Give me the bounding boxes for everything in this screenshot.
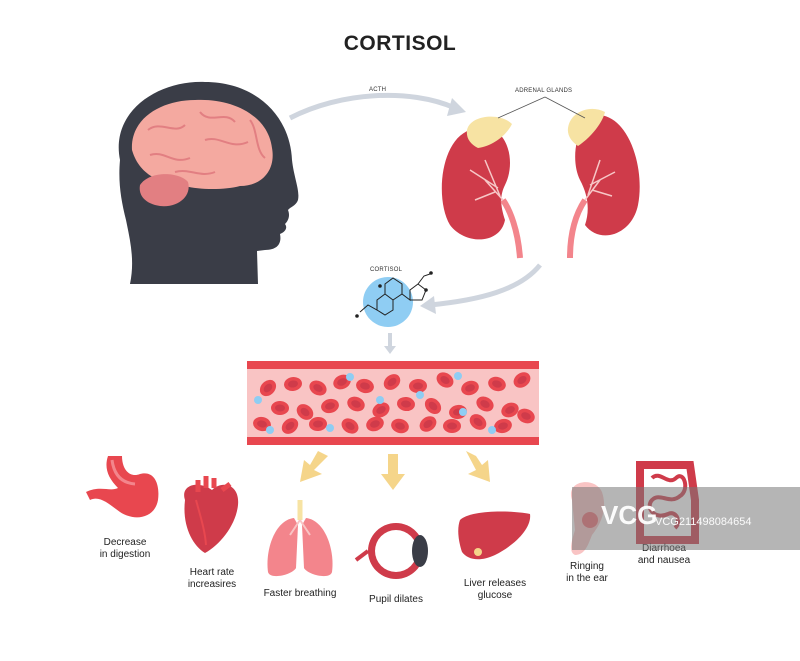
effect-ear-line2: in the ear — [566, 573, 608, 584]
effect-ear-line1: Ringing — [570, 561, 604, 572]
red-blood-cell-center — [401, 400, 411, 408]
red-blood-cell-center — [428, 401, 438, 411]
right-kidney-icon — [567, 108, 640, 259]
effect-digestion: Decrease in digestion — [85, 537, 165, 561]
red-blood-cell-center — [413, 382, 423, 390]
effect-pupil: Pupil dilates — [356, 594, 436, 606]
red-blood-cell-center — [447, 422, 457, 430]
red-blood-cell-center — [345, 421, 355, 431]
adrenal-glands-label: ADRENAL GLANDS — [515, 88, 573, 94]
red-blood-cell-center — [263, 383, 273, 393]
cortisol-particle — [454, 372, 462, 380]
cortisol-release-arrow — [429, 263, 542, 308]
effect-ear: Ringing in the ear — [557, 561, 617, 585]
page-title: CORTISOL — [343, 32, 457, 55]
red-blood-cell-center — [360, 382, 370, 390]
red-blood-cell-center — [275, 404, 285, 412]
effect-breathing-line1: Faster breathing — [263, 588, 337, 599]
red-blood-cell-center — [498, 422, 508, 430]
red-blood-cell-center — [325, 402, 335, 410]
effect-liver-line1: Liver releases — [463, 578, 527, 589]
acth-label: ACTH — [369, 87, 387, 93]
liver-icon — [458, 511, 531, 560]
effect-heart-line1: Heart rate — [189, 567, 235, 578]
red-blood-cell-center — [351, 400, 361, 408]
effect-digestion-line2: in digestion — [99, 549, 151, 560]
cortisol-particle — [254, 396, 262, 404]
cortisol-particle — [376, 396, 384, 404]
red-blood-cell-center — [423, 419, 433, 429]
effect-digestion-line1: Decrease — [103, 537, 147, 548]
effect-heart-rate: Heart rate increasires — [172, 567, 252, 591]
watermark-logo: VCG — [601, 500, 658, 530]
red-blood-cell-center — [465, 384, 475, 392]
effect-intestine-line2: and nausea — [637, 555, 691, 566]
red-blood-cell-center — [492, 380, 502, 388]
brain-icon — [131, 99, 273, 207]
effect-pupil-line1: Pupil dilates — [369, 594, 423, 605]
red-blood-cell-center — [440, 375, 450, 385]
effect-breathing: Faster breathing — [255, 588, 345, 600]
effect-liver-line2: glucose — [477, 590, 513, 601]
red-blood-cell-center — [288, 380, 298, 388]
red-blood-cell-center — [257, 420, 267, 428]
lungs-icon — [267, 500, 333, 577]
left-kidney-icon — [441, 116, 523, 259]
cortisol-particle — [266, 426, 274, 434]
blood-vessel — [247, 361, 539, 445]
effect-arrows — [300, 451, 490, 490]
watermark-box — [572, 487, 800, 550]
red-blood-cell-center — [313, 384, 323, 392]
red-blood-cell-center — [300, 407, 310, 417]
red-blood-cell-center — [517, 375, 527, 385]
red-blood-cell-center — [521, 412, 531, 420]
red-blood-cell-center — [473, 417, 483, 427]
cortisol-molecule-icon — [355, 271, 433, 327]
effect-heart-line2: increasires — [187, 579, 237, 590]
red-blood-cell-center — [387, 377, 397, 387]
cortisol-particle — [488, 426, 496, 434]
effect-liver: Liver releases glucose — [455, 578, 535, 602]
red-blood-cell-center — [285, 421, 295, 431]
red-blood-cell-center — [313, 420, 323, 428]
red-blood-cell-center — [337, 378, 347, 386]
cortisol-particle — [346, 373, 354, 381]
red-blood-cell-center — [370, 420, 380, 428]
cortisol-particle — [416, 391, 424, 399]
cortisol-particle — [459, 408, 467, 416]
red-blood-cell-center — [395, 422, 405, 430]
red-blood-cell-center — [376, 406, 386, 414]
heart-icon — [184, 476, 239, 553]
acth-arrow — [288, 92, 457, 121]
watermark-id: VCG211498084654 — [655, 516, 752, 528]
red-blood-cell-center — [505, 406, 515, 414]
stomach-icon — [86, 456, 159, 518]
cortisol-molecule-label: CORTISOL — [370, 267, 403, 273]
eye-icon — [354, 523, 428, 579]
red-blood-cell-center — [480, 400, 490, 408]
cortisol-particle — [326, 424, 334, 432]
